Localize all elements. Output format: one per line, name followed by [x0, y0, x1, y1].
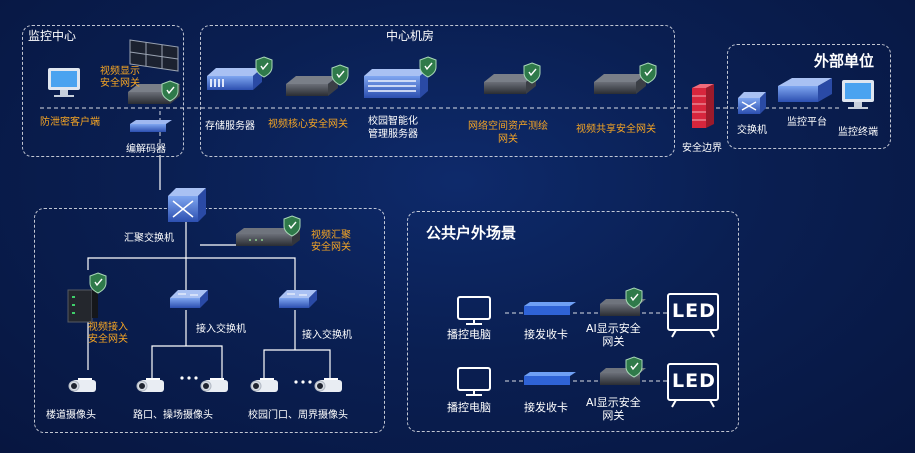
monitor-center-title: 监控中心 — [28, 29, 77, 43]
monitor-terminal-icon — [842, 80, 874, 109]
monitor-platform-icon — [778, 78, 832, 102]
road-camera-label: 路口、操场摄像头 — [133, 410, 213, 421]
security-border-label: 安全边界 — [682, 143, 722, 154]
outdoor-card-label: 接发收卡 — [524, 401, 568, 414]
aggregation-switch-label: 汇聚交换机 — [124, 233, 174, 244]
storage-server-icon — [207, 68, 262, 90]
external-switch-icon — [738, 92, 766, 114]
central-room-title: 中心机房 — [386, 29, 435, 43]
leak-client-label: 防泄密客户端 — [40, 117, 100, 128]
monitor-center-region — [22, 25, 184, 157]
access-switch-2-icon — [279, 290, 317, 308]
video-core-gateway-label: 视频核心安全网关 — [268, 119, 348, 130]
campus-network-region — [34, 208, 385, 433]
leak-client-monitor-icon — [48, 68, 80, 97]
campus-mgmt-server-icon — [364, 69, 428, 98]
video-share-box-icon — [594, 74, 646, 94]
decoder-icon — [130, 120, 172, 132]
video-access-gateway-icon — [67, 286, 98, 323]
outdoor-row-2-icons — [457, 356, 719, 408]
access-switch-2-label: 接入交换机 — [302, 330, 352, 341]
video-wall-icon — [129, 39, 179, 72]
road-camera-icon-1 — [136, 377, 165, 393]
led-screen-text: LED — [672, 370, 716, 392]
decoder-label: 编解码器 — [126, 144, 166, 155]
monitor-platform-label: 监控平台 — [787, 117, 827, 128]
road-camera-icon-2 — [200, 377, 229, 393]
access-switch-1-icon — [170, 290, 208, 308]
gate-camera-icon-2 — [314, 377, 343, 393]
corridor-camera-icon — [68, 377, 97, 393]
external-unit-region — [727, 44, 891, 149]
storage-server-label: 存储服务器 — [205, 121, 255, 132]
monitor-terminal-label: 监控终端 — [838, 127, 878, 138]
video-agg-gateway-icon — [236, 228, 300, 246]
video-agg-gateway-label: 视频汇聚 安全网关 — [311, 230, 351, 253]
outdoor-scene-region — [407, 211, 739, 432]
more-dots-icon — [180, 376, 312, 384]
outdoor-scene-title: 公共户外场景 — [426, 224, 517, 242]
firewall-icon — [692, 84, 714, 128]
gate-camera-label: 校园门口、周界摄像头 — [248, 410, 348, 421]
video-display-gateway-label: 视频显示 安全网关 — [100, 66, 140, 89]
outdoor-ai-gateway-label: AI显示安全 网关 — [586, 396, 641, 422]
gate-camera-icon-1 — [250, 377, 279, 393]
access-switch-1-label: 接入交换机 — [196, 324, 246, 335]
outdoor-pc-label: 播控电脑 — [447, 328, 491, 341]
outdoor-ai-gateway-label: AI显示安全 网关 — [586, 322, 641, 348]
outdoor-card-label: 接发收卡 — [524, 328, 568, 341]
video-share-gateway-label: 视频共享安全网关 — [576, 124, 656, 135]
video-core-box-icon — [286, 76, 338, 96]
external-switch-label: 交换机 — [737, 125, 767, 136]
corridor-camera-label: 楼道摄像头 — [46, 410, 96, 421]
video-access-gateway-label: 视频接入 安全网关 — [88, 322, 128, 345]
led-screen-text: LED — [672, 300, 716, 322]
outdoor-row-1-icons — [457, 287, 719, 338]
campus-mgmt-server-label: 校园智能化 管理服务器 — [368, 116, 418, 140]
asset-mapping-gateway-label: 网络空间资产测绘 网关 — [468, 121, 548, 145]
aggregation-switch-icon — [168, 188, 206, 222]
central-room-region — [200, 25, 675, 157]
outdoor-pc-label: 播控电脑 — [447, 401, 491, 414]
external-unit-title: 外部单位 — [814, 52, 875, 70]
